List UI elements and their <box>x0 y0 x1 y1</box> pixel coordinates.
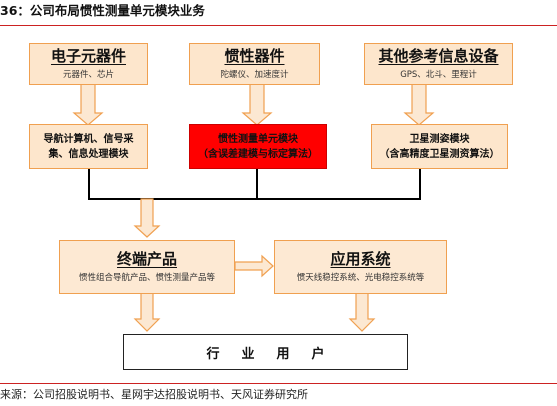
box-terminal-products-subtitle: 惯性组合导航产品、惯性测量产品等 <box>78 273 215 283</box>
box-inertial-devices: 惯性器件 陀螺仪、加速度计 <box>189 43 320 85</box>
box-electronic-components-title: 电子元器件 <box>50 47 126 65</box>
box-industry-users: 行业用户 <box>123 334 408 370</box>
arrow-down-2 <box>241 83 273 126</box>
bottom-rule <box>0 383 557 384</box>
top-rule <box>0 25 557 26</box>
arrow-down-6 <box>348 292 376 332</box>
bracket-connector <box>88 168 421 200</box>
box-imu-module-line2: （含误差建模与标定算法） <box>198 148 318 160</box>
box-inertial-devices-title: 惯性器件 <box>224 47 285 65</box>
box-satellite-attitude-line1: 卫星测姿模块 <box>409 133 470 145</box>
box-terminal-products-title: 终端产品 <box>116 250 177 268</box>
arrow-down-1 <box>72 83 104 126</box>
arrow-down-4 <box>133 198 161 238</box>
figure-source: 来源：公司招股说明书、星网宇达招股说明书、天风证券研究所 <box>0 388 308 401</box>
box-electronic-components: 电子元器件 元器件、芯片 <box>29 43 148 85</box>
box-terminal-products: 终端产品 惯性组合导航产品、惯性测量产品等 <box>59 240 235 294</box>
box-other-devices: 其他参考信息设备 GPS、北斗、里程计 <box>364 43 513 85</box>
box-navigation-computer-line2: 集、信息处理模块 <box>48 148 129 160</box>
box-satellite-attitude-line2: （含高精度卫星测资算法） <box>379 148 500 160</box>
box-imu-module: 惯性测量单元模块 （含误差建模与标定算法） <box>189 124 327 169</box>
box-other-devices-title: 其他参考信息设备 <box>378 47 499 65</box>
figure-title: 36：公司布局惯性测量单元模块业务 <box>0 3 205 18</box>
box-imu-module-line1: 惯性测量单元模块 <box>218 133 298 145</box>
arrow-down-5 <box>133 292 161 332</box>
arrow-right <box>234 254 274 278</box>
box-industry-users-label: 行业用户 <box>206 346 347 362</box>
arrow-down-3 <box>403 83 435 126</box>
box-inertial-devices-subtitle: 陀螺仪、加速度计 <box>220 70 289 80</box>
box-electronic-components-subtitle: 元器件、芯片 <box>62 70 114 80</box>
box-navigation-computer-line1: 导航计算机、信号采 <box>43 133 134 145</box>
box-navigation-computer: 导航计算机、信号采 集、信息处理模块 <box>29 124 148 169</box>
box-application-systems-title: 应用系统 <box>330 250 391 268</box>
box-application-systems-subtitle: 惯天线稳控系统、光电稳控系统等 <box>296 273 425 283</box>
box-application-systems: 应用系统 惯天线稳控系统、光电稳控系统等 <box>274 240 447 294</box>
box-other-devices-subtitle: GPS、北斗、里程计 <box>400 70 477 80</box>
box-satellite-attitude: 卫星测姿模块 （含高精度卫星测资算法） <box>371 124 508 169</box>
